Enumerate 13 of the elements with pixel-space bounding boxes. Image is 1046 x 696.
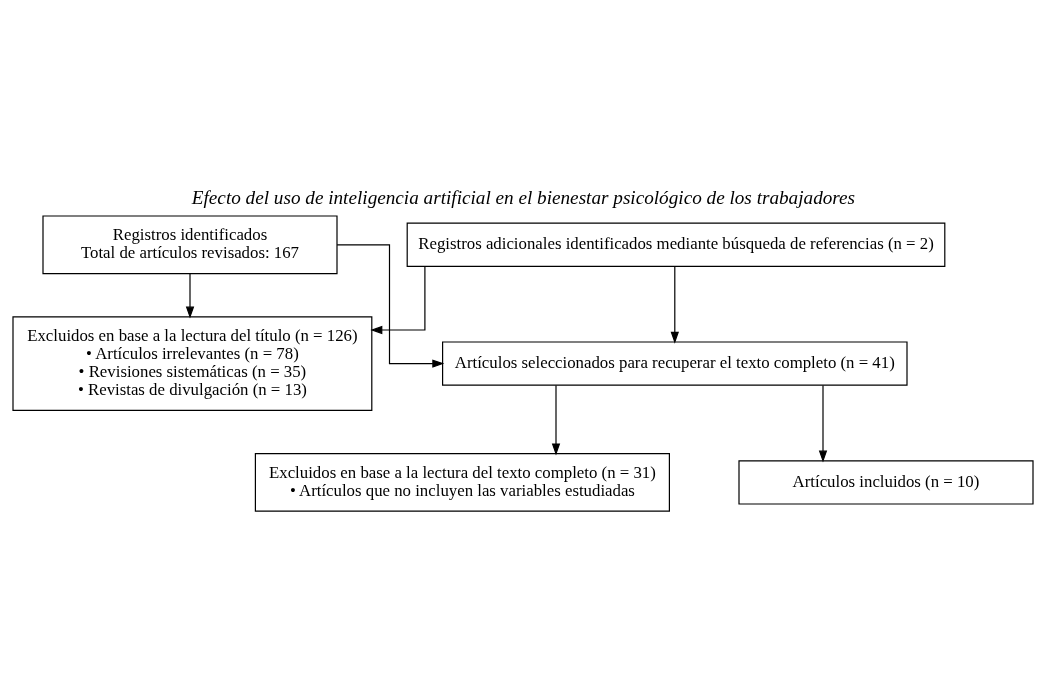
arrow xyxy=(370,266,426,335)
arrow xyxy=(818,384,828,463)
node-box: Registros identificados Total de artículos revisados: 167 xyxy=(42,215,338,275)
arrow xyxy=(185,273,195,319)
node-box: Artículos seleccionados para recuperar el texto completo (n = 41) xyxy=(442,341,908,386)
arrow xyxy=(336,244,445,368)
diagram-title: Efecto del uso de inteligencia artificial en el bienestar psicológico de los trabajadores xyxy=(191,186,856,208)
arrow xyxy=(670,266,679,344)
node-box: Excluidos en base a la lectura del título (n = 126) • Artículos irrelevantes (n = 78) • Revisiones sistemáticas (n = 35) • Revistas de divulgación (n = 13) xyxy=(12,316,373,411)
node-box: Registros adicionales identificados mediante búsqueda de referencias (n = 2) xyxy=(406,222,946,267)
arrow xyxy=(551,384,561,456)
node-box: Artículos incluidos (n = 10) xyxy=(738,460,1034,505)
node-box: Excluidos en base a la lectura del texto completo (n = 31) • Artículos que no incluyen las variables estudiadas xyxy=(254,453,670,512)
